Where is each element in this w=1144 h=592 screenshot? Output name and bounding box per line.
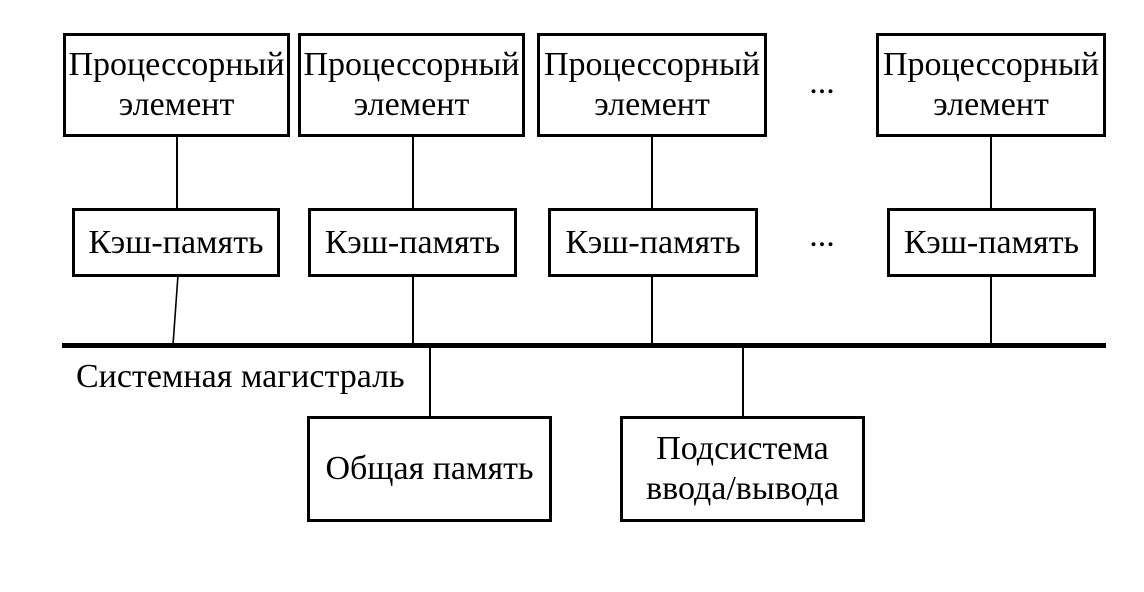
processor-element-box-3: Процессорный элемент [537,33,767,137]
processor-element-box-1: Процессорный элемент [63,33,290,137]
processor-element-box-2: Процессорный элемент [298,33,525,137]
cache-memory-box-1: Кэш-память [72,208,280,277]
cache-memory-box-2: Кэш-память [308,208,517,277]
processor-element-box-4: Процессорный элемент [876,33,1106,137]
system-bus-label: Системная магистраль [76,358,405,395]
ellipsis-processor-row: ... [809,64,835,101]
io-subsystem-box: Подсистема ввода/вывода [620,416,865,522]
cache-memory-box-3: Кэш-память [548,208,758,277]
connector-cache1-bus [172,274,179,346]
ellipsis-cache-row: ... [809,217,835,254]
shared-memory-box: Общая память [307,416,552,522]
cache-memory-box-4: Кэш-память [887,208,1096,277]
